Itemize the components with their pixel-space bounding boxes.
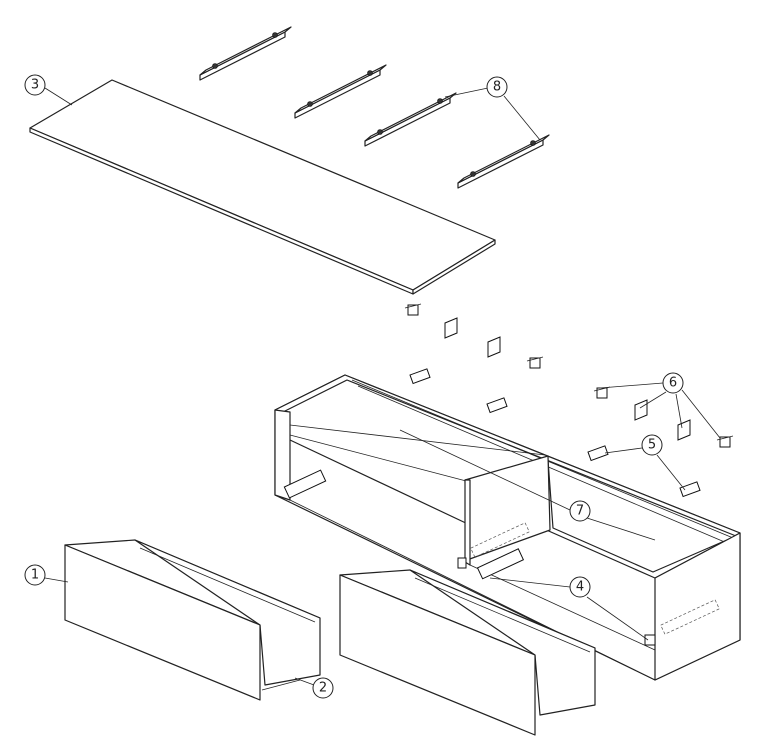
svg-text:4: 4 [576,580,584,595]
connector [679,481,701,498]
support-rail [457,139,544,189]
screw-icon [212,63,218,69]
svg-text:1: 1 [31,568,39,583]
svg-text:7: 7 [576,504,584,519]
svg-text:8: 8 [493,80,501,95]
screw-icon [272,32,278,38]
callout-2: 2 [312,677,334,699]
connector [587,445,609,462]
svg-text:5: 5 [648,438,656,453]
support-rail-top [294,64,387,114]
bracket-pin [716,435,734,441]
screw-icon [377,129,383,135]
callout-6: 6 [662,372,684,394]
support-rail [294,69,381,119]
clip [677,419,691,441]
bracket-pin [526,356,544,362]
bracket-pin [404,303,422,309]
drawer-left [64,539,321,701]
bracket [529,357,541,369]
callout-7: 7 [569,500,591,522]
svg-text:2: 2 [319,681,327,696]
callout-4: 4 [569,576,591,598]
bracket [719,436,731,448]
clip [634,399,648,421]
callout-1: 1 [24,564,46,586]
svg-text:6: 6 [669,376,677,391]
support-rail [199,31,286,81]
connector [409,368,431,385]
screw-icon [470,171,476,177]
leader-lines [44,87,721,686]
drawer-right [339,569,596,736]
cabinet-carcass [274,374,741,681]
screw-icon [307,101,313,107]
top-panel [29,79,496,295]
support-rail-top [199,26,292,76]
screw-icon [530,140,536,146]
callout-8: 8 [486,76,508,98]
svg-text:3: 3 [31,78,39,93]
support-rail-top [457,134,550,184]
screw-icon [367,70,373,76]
support-rail-top [364,92,457,142]
callout-5: 5 [641,434,663,456]
support-rail [364,97,451,147]
callout-3: 3 [24,74,46,96]
clip [444,317,458,339]
screw-icon [437,98,443,104]
bracket [407,304,419,316]
connector [486,397,508,414]
support-rails [199,26,550,189]
clip [487,336,501,358]
